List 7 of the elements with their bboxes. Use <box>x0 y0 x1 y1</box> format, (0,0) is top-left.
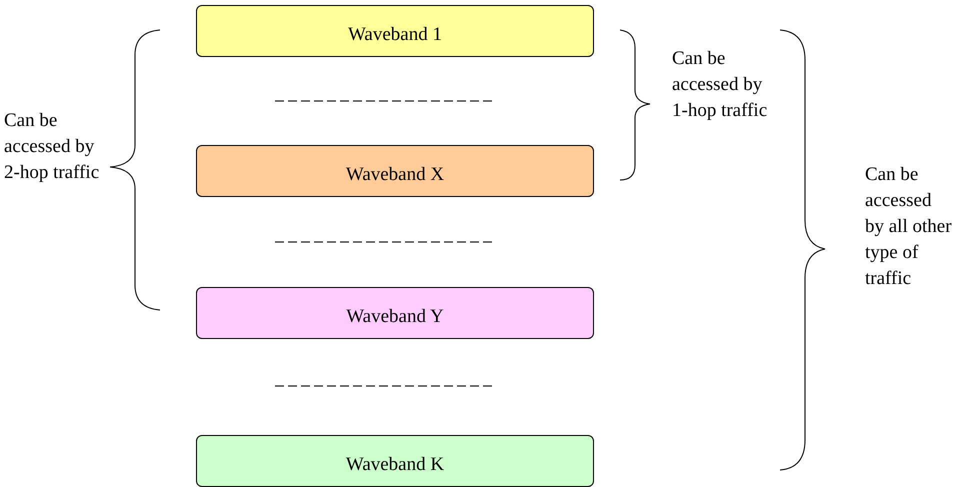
brace-label: Can be accessed by 2-hop traffic <box>4 109 100 185</box>
waveband-box: Waveband X <box>196 145 594 197</box>
waveband-box: Waveband 1 <box>196 5 594 57</box>
brace-label: Can be accessed by all other type of traffic <box>865 163 953 291</box>
waveband-box: Waveband K <box>196 435 594 487</box>
waveband-box: Waveband Y <box>196 287 594 339</box>
brace-label: Can be accessed by 1-hop traffic <box>672 47 768 123</box>
